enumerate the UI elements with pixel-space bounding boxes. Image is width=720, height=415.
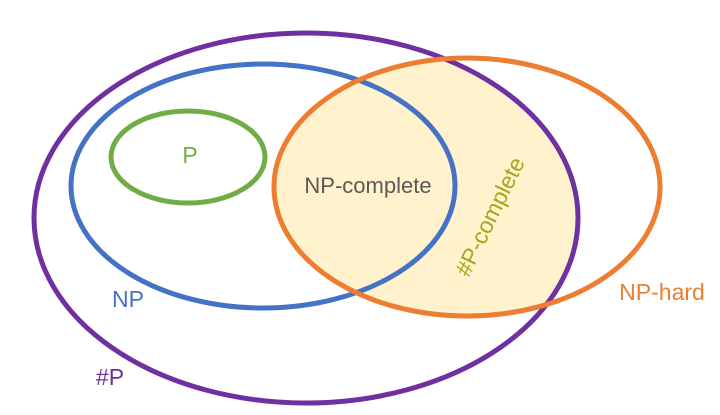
np-hard-set-boundary [271,55,663,319]
sharp-p-set-boundary [31,30,581,406]
np-label: NP [112,286,144,312]
np-hard-label: NP-hard [619,279,705,305]
np-complete-label: NP-complete [304,173,431,198]
p-label: P [182,142,197,168]
p-set-boundary [108,108,268,206]
np-set-boundary [68,61,458,311]
sharp-p-label: #P [96,364,124,390]
